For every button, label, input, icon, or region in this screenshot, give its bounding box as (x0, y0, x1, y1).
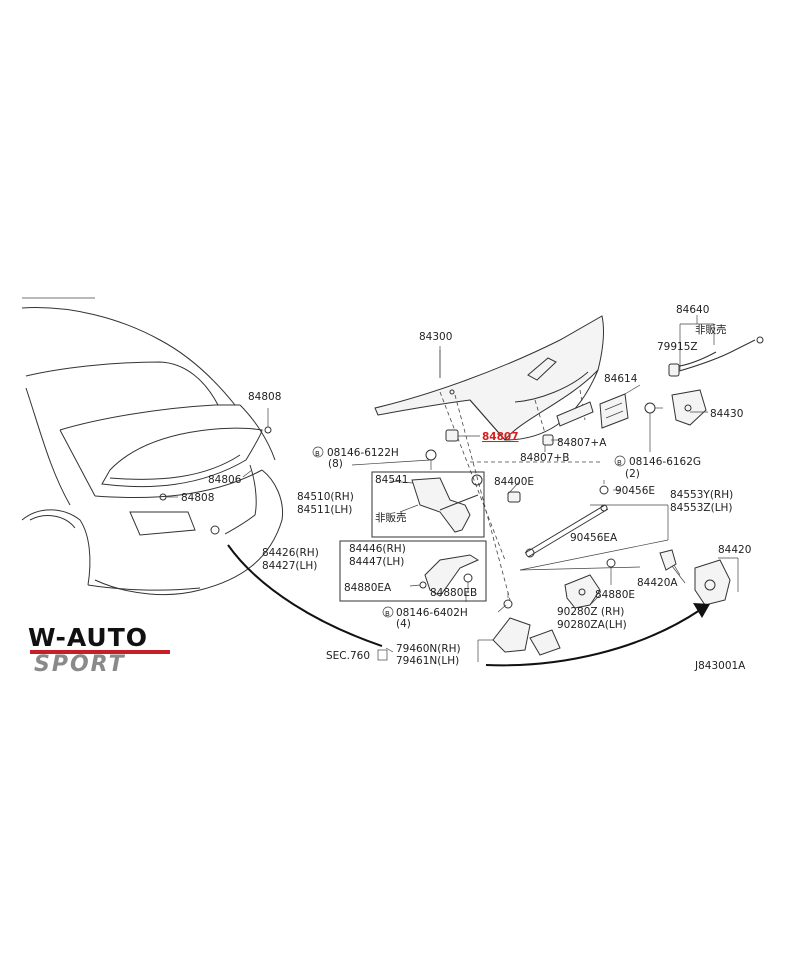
label-84640: 84640 (676, 304, 709, 316)
gas-struts (519, 504, 669, 571)
w-auto-sport-logo: W-AUTO SPORT (28, 624, 178, 680)
logo-accent-bar (30, 650, 170, 654)
label-84420A: 84420A (637, 577, 678, 589)
part-labels: 84300 84640 非販売 79915Z 84614 84430 84807… (181, 304, 751, 672)
hinge-assembly (371, 471, 485, 538)
label-84614: 84614 (604, 373, 638, 385)
label-84427: 84427(LH) (262, 560, 317, 572)
label-84447: 84447(LH) (349, 556, 404, 568)
svg-text:B: B (617, 459, 622, 467)
label-84430: 84430 (710, 408, 743, 420)
label-79461N: 79461N(LH) (396, 655, 459, 667)
label-84510: 84510(RH) (297, 491, 354, 503)
label-90280ZA: 90280ZA(LH) (557, 619, 627, 631)
reference-arrows (227, 544, 710, 667)
torsion-bar-assembly (339, 540, 487, 602)
label-84807: 84807 (482, 431, 519, 443)
label-08146-6162G-qty: (2) (625, 468, 640, 480)
trim-pieces (477, 617, 561, 662)
label-90280Z: 90280Z (RH) (557, 606, 624, 618)
svg-text:B: B (385, 610, 390, 618)
label-84808: 84808 (181, 492, 214, 504)
label-08146-6122H-qty: (8) (328, 458, 343, 470)
label-84880E: 84880E (595, 589, 635, 601)
label-section-ref: SEC.760 (326, 650, 370, 662)
label-84806: 84806 (208, 474, 242, 486)
label-84300: 84300 (419, 331, 452, 343)
leader-lines (351, 346, 708, 613)
label-84420: 84420 (718, 544, 751, 556)
label-08146-6162G: 08146-6162G (629, 456, 701, 468)
label-84880EA: 84880EA (344, 582, 392, 594)
label-79915Z: 79915Z (657, 341, 698, 353)
label-08146-6122H: 08146-6122H (327, 447, 399, 459)
label-84807B: 84807+B (520, 452, 569, 464)
label-84426: 84426(RH) (262, 547, 319, 559)
label-not-sold-cable: 非販売 (695, 323, 727, 336)
label-84808-top: 84808 (248, 391, 281, 403)
label-84446: 84446(RH) (349, 543, 406, 555)
car-body-illustration (21, 297, 284, 596)
label-84553Y: 84553Y(RH) (670, 489, 733, 501)
diagram-ref-code: J843001A (694, 660, 746, 672)
logo-top-text: W-AUTO (28, 623, 149, 652)
label-84553Z: 84553Z(LH) (670, 502, 733, 514)
label-90456E: 90456E (615, 485, 655, 497)
label-84541: 84541 (375, 474, 408, 486)
latch-assembly (564, 549, 739, 609)
label-84511: 84511(LH) (297, 504, 352, 516)
logo-bottom-text: SPORT (34, 652, 126, 677)
label-84400E: 84400E (494, 476, 534, 488)
label-08146-6402H-qty: (4) (396, 618, 411, 630)
label-84880EB: 84880EB (430, 587, 477, 599)
label-not-sold-hinge: 非販売 (375, 511, 407, 524)
label-84807A: 84807+A (557, 437, 607, 449)
label-08146-6402H: 08146-6402H (396, 607, 468, 619)
label-79460N: 79460N(RH) (396, 643, 461, 655)
release-cable (668, 315, 764, 426)
svg-text:B: B (315, 450, 320, 458)
label-90456EA: 90456EA (570, 532, 618, 544)
hardware-parts (425, 393, 663, 609)
